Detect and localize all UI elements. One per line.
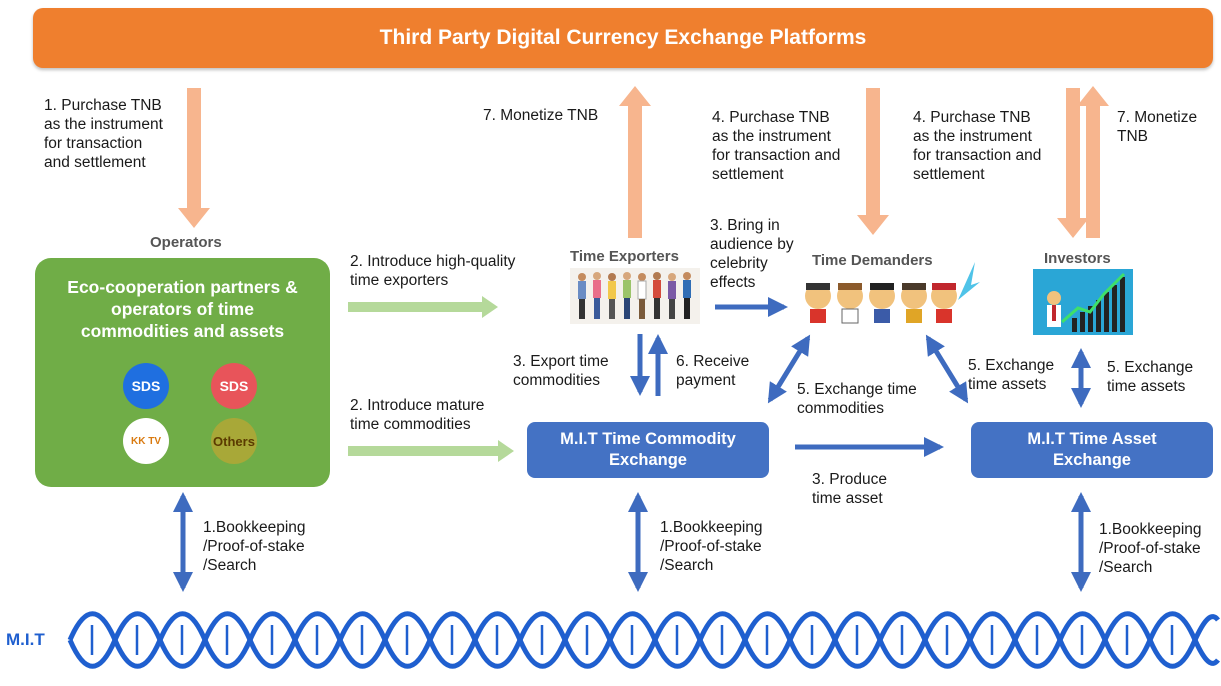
purchase-tnb-demanders-label: 4. Purchase TNB as the instrument for tr… [712, 109, 841, 183]
introduce-commodities-label: 2. Introduce mature time commodities [350, 397, 485, 433]
exchange-assets-demanders-arrow [925, 334, 969, 404]
kk-tv-logo-text: KK TV [131, 435, 161, 447]
bookkeeping-label-asset: 1.Bookkeeping /Proof-of-stake /Search [1099, 521, 1202, 576]
third-party-exchange-banner: Third Party Digital Currency Exchange Pl… [33, 8, 1213, 68]
export-commodities-label: 3. Export time commodities [513, 353, 609, 389]
monetize-arrow-exporters [619, 86, 651, 238]
introduce-exporters-arrow [348, 296, 498, 318]
produce-asset-label: 3. Produce time asset [812, 471, 887, 507]
sds-logo-red: SDS [211, 363, 257, 409]
purchase-arrow-investors [1057, 88, 1089, 238]
monetize-tnb-label-left: 7. Monetize TNB [483, 107, 599, 124]
exchange-commodities-arrow [767, 334, 811, 404]
bring-audience-label: 3. Bring in audience by celebrity effect… [710, 217, 794, 291]
dna-chain [67, 611, 1220, 669]
introduce-commodities-arrow [348, 440, 514, 462]
operators-heading: Operators [150, 234, 222, 251]
banner-title: Third Party Digital Currency Exchange Pl… [379, 26, 867, 49]
purchase-arrow-demanders [857, 88, 889, 235]
time-demanders-image [805, 262, 980, 324]
asset-exchange-box: M.I.T Time Asset Exchange [971, 422, 1213, 478]
sds-logo-blue-text: SDS [131, 378, 161, 394]
sds-logo-blue: SDS [123, 363, 169, 409]
others-logo: Others [211, 418, 257, 464]
introduce-exporters-label: 2. Introduce high-quality time exporters [350, 253, 516, 289]
time-exporters-image [570, 268, 700, 324]
kk-tv-logo: KK TV [123, 418, 169, 464]
monetize-arrow-investors [1077, 86, 1109, 238]
purchase-tnb-operators-label: 1. Purchase TNB as the instrument for tr… [44, 97, 163, 171]
investors-image [1033, 269, 1133, 335]
bookkeeping-label-operators: 1.Bookkeeping /Proof-of-stake /Search [203, 519, 306, 574]
operators-box-title: Eco-cooperation partners & operators of … [67, 277, 298, 341]
exchange-commodities-label: 5. Exchange time commodities [797, 381, 917, 417]
investors-heading: Investors [1044, 250, 1111, 267]
time-exporters-heading: Time Exporters [570, 248, 679, 265]
sds-logo-red-text: SDS [219, 378, 249, 394]
receive-payment-label: 6. Receive payment [676, 353, 750, 389]
monetize-tnb-label-right: 7. Monetize TNB [1117, 109, 1198, 145]
others-logo-text: Others [213, 433, 255, 449]
dna-rungs [90, 625, 1174, 655]
operators-box: Eco-cooperation partners & operators of … [35, 258, 330, 487]
time-demanders-heading: Time Demanders [812, 252, 933, 269]
commodity-exchange-box: M.I.T Time Commodity Exchange [527, 422, 769, 478]
mit-chain-label: M.I.T [6, 630, 45, 649]
purchase-arrow-operators [178, 88, 210, 228]
bookkeeping-label-commodity: 1.Bookkeeping /Proof-of-stake /Search [660, 519, 763, 574]
exchange-assets-label-right: 5. Exchange time assets [1107, 359, 1194, 395]
exchange-assets-label-left: 5. Exchange time assets [968, 357, 1055, 393]
purchase-tnb-investors-label: 4. Purchase TNB as the instrument for tr… [913, 109, 1042, 183]
